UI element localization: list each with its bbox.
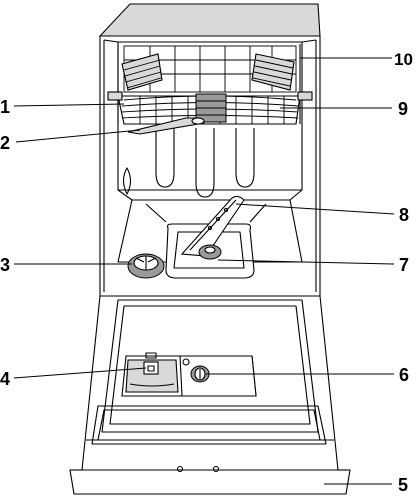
callout-1: 1 [0, 97, 10, 117]
upper-basket [108, 44, 312, 197]
callout-7: 7 [399, 255, 409, 275]
callout-3: 3 [0, 255, 10, 275]
callout-10: 10 [394, 50, 413, 69]
rinse-aid-dispenser [180, 356, 256, 396]
callout-6: 6 [399, 365, 409, 385]
callout-9: 9 [398, 99, 408, 119]
callout-2: 2 [0, 133, 10, 153]
callout-8: 8 [399, 205, 409, 225]
worktop [100, 4, 320, 36]
callout-5: 5 [398, 475, 408, 495]
callout-4: 4 [0, 369, 10, 389]
salt-container-cap [128, 254, 164, 278]
